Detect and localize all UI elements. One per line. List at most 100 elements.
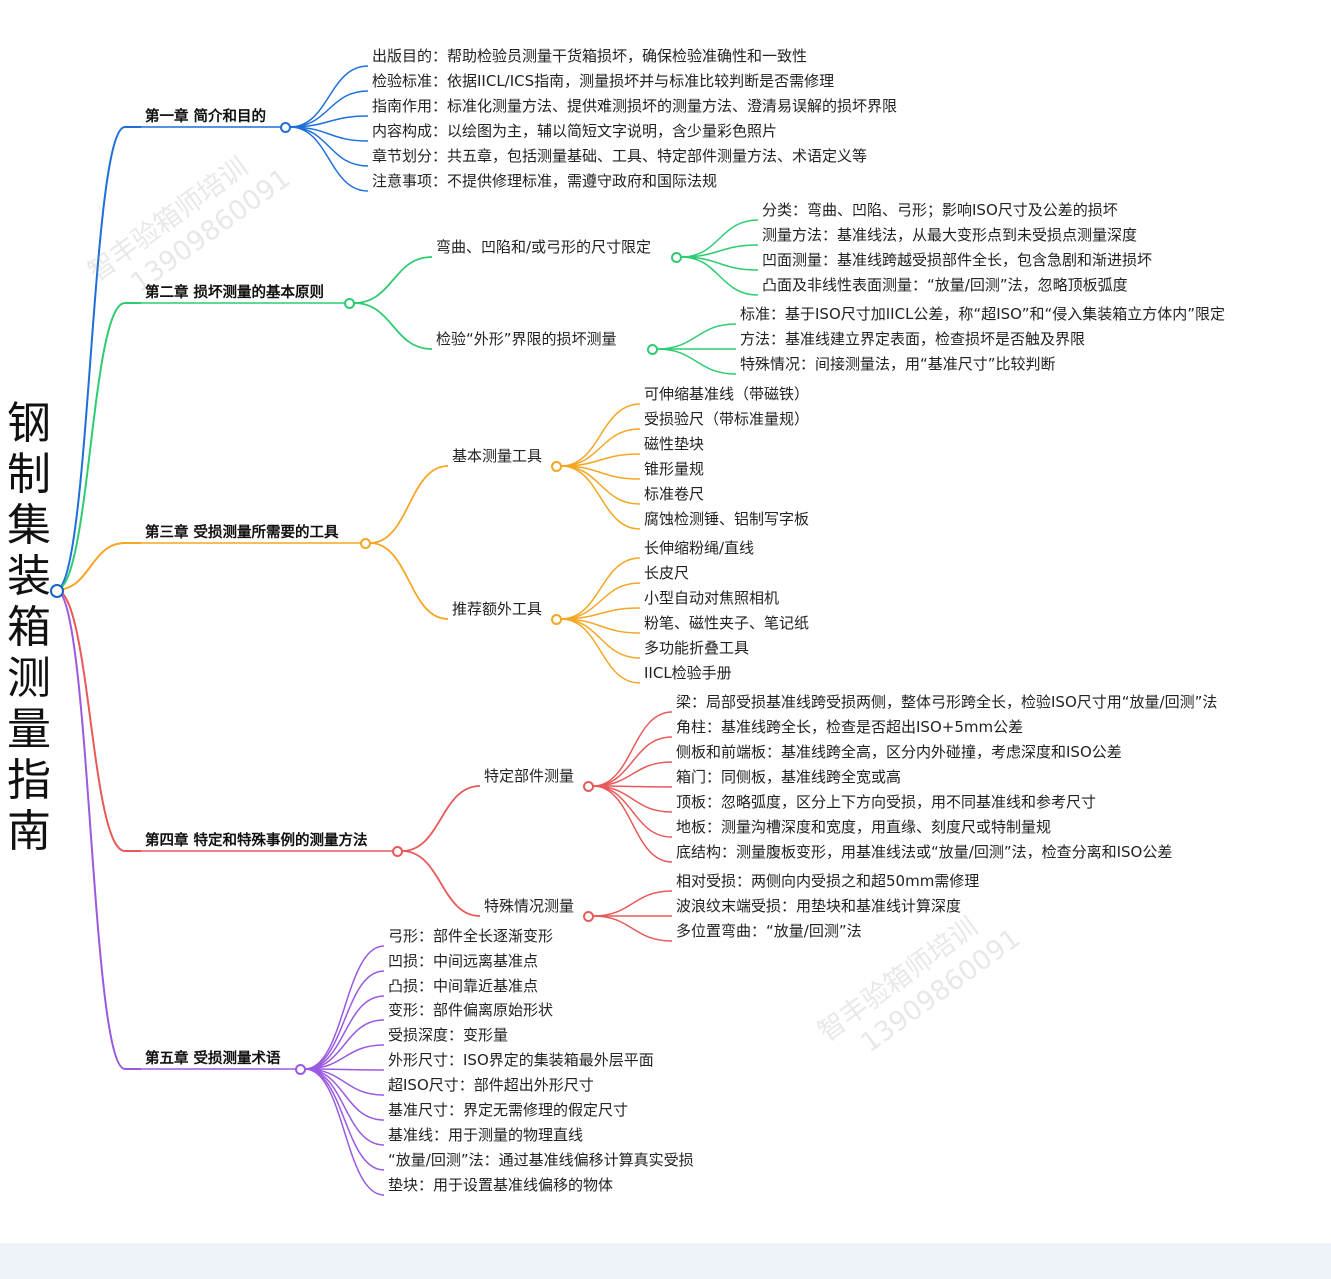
leaf-node[interactable]: 顶板：忽略弧度，区分上下方向受损，用不同基准线和参考尺寸 — [676, 793, 1097, 811]
leaf-node[interactable]: 受损深度：变形量 — [388, 1026, 509, 1044]
leaf-node[interactable]: 小型自动对焦照相机 — [644, 589, 780, 607]
title-char: 集 — [7, 500, 51, 551]
branch-node[interactable]: 弯曲、凹陷和/或弓形的尺寸限定 — [436, 238, 652, 256]
leaf-node[interactable]: 变形：部件偏离原始形状 — [388, 1001, 554, 1019]
connector-line — [55, 542, 126, 591]
leaf-node[interactable]: 方法：基准线建立界定表面，检查损坏是否触及界限 — [740, 330, 1086, 348]
leaf-node[interactable]: 凹面测量：基准线跨越受损部件全长，包含急剧和渐进损坏 — [762, 251, 1153, 269]
leaf-node[interactable]: 凸面及非线性表面测量：“放量/回测”法，忽略顶板弧度 — [762, 276, 1128, 294]
leaf-node[interactable]: 侧板和前端板：基准线跨全高，区分内外碰撞，考虑深度和ISO公差 — [676, 743, 1122, 761]
leaf-node[interactable]: 长皮尺 — [644, 564, 690, 582]
connector-line — [304, 1044, 385, 1070]
leaf-node[interactable]: 腐蚀检测锤、铝制写字板 — [644, 510, 810, 528]
title-char: 制 — [7, 449, 51, 500]
leaf-node[interactable]: 内容构成：以绘图为主，辅以简短文字说明，含少量彩色照片 — [372, 122, 778, 140]
leaf-node[interactable]: 垫块：用于设置基准线偏移的物体 — [388, 1176, 614, 1194]
title-char: 测 — [7, 653, 51, 704]
map-title: 钢制集装箱测量指南 — [4, 398, 54, 857]
branch-node[interactable]: 推荐额外工具 — [452, 600, 543, 618]
leaf-node[interactable]: 磁性垫块 — [644, 435, 705, 453]
chapter-node[interactable]: 第五章 受损测量术语 — [145, 1051, 281, 1067]
leaf-node[interactable]: 底结构：测量腹板变形，用基准线法或“放量/回测”法，检查分离和ISO公差 — [676, 843, 1173, 861]
connector-line — [353, 256, 433, 304]
branch-toggle-dot[interactable] — [551, 614, 562, 625]
leaf-node[interactable]: 弓形：部件全长逐渐变形 — [388, 927, 554, 945]
connector-line — [560, 618, 641, 684]
leaf-node[interactable]: 多功能折叠工具 — [644, 639, 750, 657]
title-char: 箱 — [7, 602, 51, 653]
leaf-node[interactable]: 特殊情况：间接测量法，用“基准尺寸”比较判断 — [740, 355, 1056, 373]
connector-line — [55, 302, 126, 591]
connector-line — [680, 256, 759, 296]
chapter-toggle-dot[interactable] — [392, 846, 403, 857]
leaf-node[interactable]: 外形尺寸：ISO界定的集装箱最外层平面 — [388, 1051, 654, 1069]
leaf-node[interactable]: 角柱：基准线跨全长，检查是否超出ISO+5mm公差 — [676, 718, 1024, 736]
chapter-node[interactable]: 第四章 特定和特殊事例的测量方法 — [145, 833, 368, 849]
leaf-node[interactable]: 超ISO尺寸：部件超出外形尺寸 — [388, 1076, 594, 1094]
chapter-toggle-dot[interactable] — [360, 538, 371, 549]
branch-node[interactable]: 特定部件测量 — [484, 767, 575, 785]
branch-node[interactable]: 检验“外形”界限的损坏测量 — [436, 330, 617, 348]
leaf-node[interactable]: 箱门：同侧板，基准线跨全宽或高 — [676, 768, 902, 786]
connector-line — [353, 302, 433, 350]
leaf-node[interactable]: 波浪纹末端受损：用垫块和基准线计算深度 — [676, 897, 962, 915]
leaf-node[interactable]: 章节划分：共五章，包括测量基础、工具、特定部件测量方法、术语定义等 — [372, 147, 868, 165]
connector-line — [369, 465, 449, 544]
connector-line — [55, 126, 126, 591]
connector-line — [401, 850, 481, 917]
connector-line — [55, 589, 126, 1070]
leaf-node[interactable]: 相对受损：两侧向内受损之和超50mm需修理 — [676, 872, 980, 890]
branch-toggle-dot[interactable] — [551, 461, 562, 472]
branch-toggle-dot[interactable] — [583, 781, 594, 792]
connector-line — [560, 465, 641, 530]
leaf-node[interactable]: 标准：基于ISO尺寸加IICL公差，称“超ISO”和“侵入集装箱立方体内”限定 — [740, 305, 1226, 323]
title-char: 指 — [7, 755, 51, 806]
title-char: 量 — [7, 704, 51, 755]
leaf-node[interactable]: 分类：弯曲、凹陷、弓形；影响ISO尺寸及公差的损坏 — [762, 201, 1118, 219]
bottom-band — [0, 1243, 1331, 1279]
connector-line — [656, 348, 737, 375]
leaf-node[interactable]: 凸损：中间靠近基准点 — [388, 977, 539, 995]
leaf-node[interactable]: 长伸缩粉绳/直线 — [644, 539, 755, 557]
branch-toggle-dot[interactable] — [583, 911, 594, 922]
leaf-node[interactable]: 注意事项：不提供修理标准，需遵守政府和国际法规 — [372, 172, 718, 190]
leaf-node[interactable]: IICL检验手册 — [644, 664, 732, 682]
leaf-node[interactable]: 地板：测量沟槽深度和宽度，用直缘、刻度尺或特制量规 — [676, 818, 1052, 836]
title-char: 南 — [7, 806, 51, 857]
leaf-node[interactable]: 梁：局部受损基准线跨受损两侧，整体弓形跨全长，检验ISO尺寸用“放量/回测”法 — [676, 693, 1218, 711]
leaf-node[interactable]: 指南作用：标准化测量方法、提供难测损坏的测量方法、澄清易误解的损坏界限 — [372, 97, 898, 115]
connector-line — [289, 90, 369, 128]
chapter-toggle-dot[interactable] — [280, 122, 291, 133]
leaf-node[interactable]: 测量方法：基准线法，从最大变形点到未受损点测量深度 — [762, 226, 1138, 244]
leaf-node[interactable]: 标准卷尺 — [644, 485, 705, 503]
branch-toggle-dot[interactable] — [671, 252, 682, 263]
branch-node[interactable]: 特殊情况测量 — [484, 897, 575, 915]
leaf-node[interactable]: “放量/回测”法：通过基准线偏移计算真实受损 — [388, 1151, 694, 1169]
connector-line — [560, 557, 641, 620]
chapter-node[interactable]: 第一章 简介和目的 — [145, 109, 267, 125]
leaf-node[interactable]: 多位置弯曲：“放量/回测”法 — [676, 922, 862, 940]
chapter-node[interactable]: 第二章 损坏测量的基本原则 — [145, 285, 325, 301]
chapter-toggle-dot[interactable] — [344, 298, 355, 309]
leaf-node[interactable]: 粉笔、磁性夹子、笔记纸 — [644, 614, 810, 632]
connector-line — [369, 542, 449, 620]
chapter-node[interactable]: 第三章 受损测量所需要的工具 — [145, 525, 339, 541]
title-char: 装 — [7, 551, 51, 602]
leaf-node[interactable]: 出版目的：帮助检验员测量干货箱损坏，确保检验准确性和一致性 — [372, 47, 808, 65]
leaf-node[interactable]: 检验标准：依据IICL/ICS指南，测量损坏并与标准比较判断是否需修理 — [372, 72, 835, 90]
leaf-node[interactable]: 基准线：用于测量的物理直线 — [388, 1126, 584, 1144]
connector-line — [304, 1019, 385, 1070]
leaf-node[interactable]: 锥形量规 — [644, 460, 705, 478]
leaf-node[interactable]: 可伸缩基准线（带磁铁） — [644, 385, 810, 403]
leaf-node[interactable]: 凹损：中间远离基准点 — [388, 952, 539, 970]
branch-node[interactable]: 基本测量工具 — [452, 447, 543, 465]
connector-line — [289, 65, 369, 128]
leaf-node[interactable]: 受损验尺（带标准量规） — [644, 410, 810, 428]
leaf-node[interactable]: 基准尺寸：界定无需修理的假定尺寸 — [388, 1101, 629, 1119]
branch-toggle-dot[interactable] — [647, 344, 658, 355]
chapter-toggle-dot[interactable] — [295, 1064, 306, 1075]
connector-line — [560, 428, 641, 467]
connector-line — [680, 219, 759, 258]
